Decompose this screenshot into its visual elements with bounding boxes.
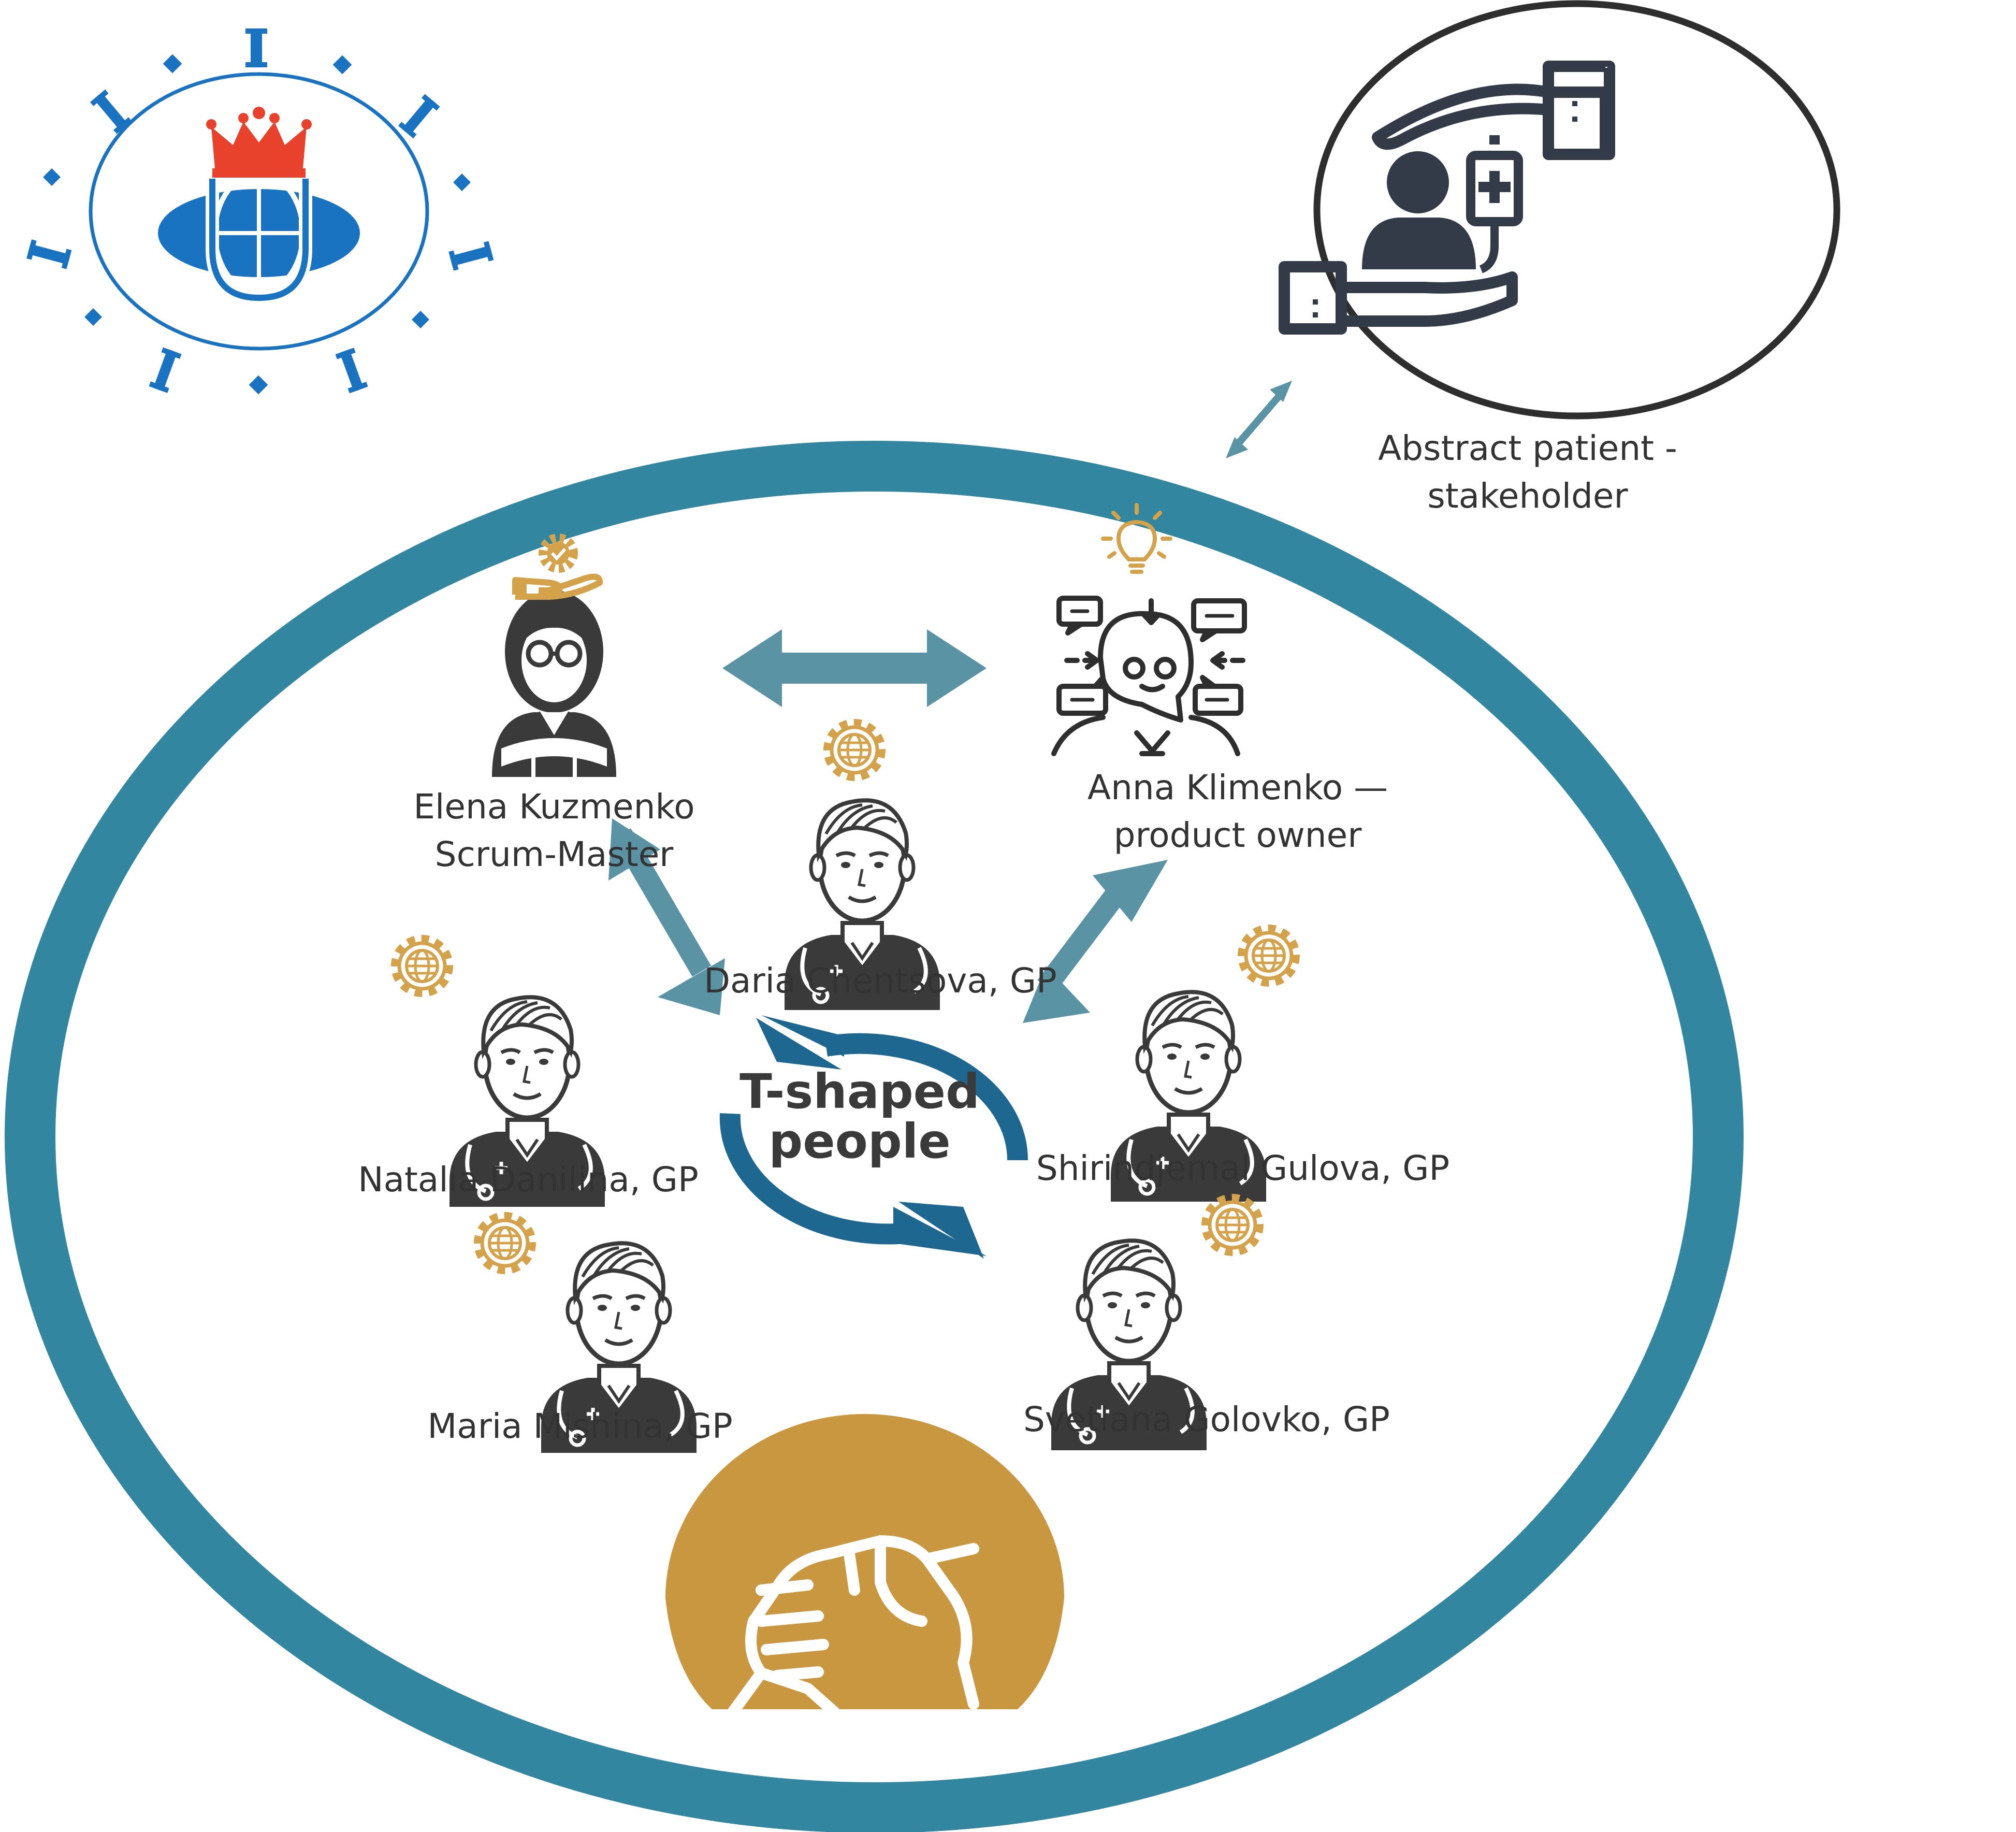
patient-care-icon bbox=[1279, 0, 1840, 420]
scrum-master-name: Elena Kuzmenko bbox=[413, 787, 695, 827]
team-ring bbox=[5, 441, 1744, 1832]
patient-link-arrow bbox=[1226, 381, 1292, 458]
product-owner-label: Anna Klimenko — product owner bbox=[1046, 764, 1429, 859]
scrum-master-role: Scrum-Master bbox=[434, 834, 674, 874]
gear-hand-icon bbox=[512, 533, 603, 600]
scrum-master-icon bbox=[492, 590, 616, 777]
po-team-arrow bbox=[1023, 860, 1168, 1023]
t-shaped-line2: people bbox=[768, 1114, 951, 1169]
product-owner-line1: Anna Klimenko — bbox=[1087, 768, 1388, 807]
scrum-po-arrow bbox=[722, 629, 987, 707]
scrum-team-arrow bbox=[608, 818, 725, 1015]
patient-label: Abstract patient - stakeholder bbox=[1341, 425, 1714, 520]
university-logo-icon bbox=[26, 28, 494, 395]
member-svetlana-label: Svetlana Golovko, GP bbox=[1023, 1400, 1390, 1439]
scrum-master-label: Elena Kuzmenko Scrum-Master bbox=[373, 783, 735, 878]
member-daria-label: Daria Chentsova, GP bbox=[704, 961, 1057, 1001]
product-owner-line2: product owner bbox=[1113, 815, 1362, 855]
cycle-arrows-icon bbox=[719, 1015, 1028, 1259]
product-owner-icon bbox=[1051, 596, 1247, 756]
t-shaped-line1: T-shaped bbox=[739, 1064, 980, 1119]
member-maria-label: Maria Mishina, GP bbox=[427, 1406, 733, 1446]
t-shaped-title: T-shaped people bbox=[715, 1067, 1005, 1166]
lightbulb-icon bbox=[1101, 503, 1172, 574]
member-shirindjemal-label: Shirindjemal Gulova, GP bbox=[1036, 1148, 1450, 1188]
patient-label-line2: stakeholder bbox=[1427, 476, 1628, 516]
patient-label-line1: Abstract patient - bbox=[1378, 428, 1677, 468]
handshake-icon bbox=[665, 1414, 1064, 1736]
member-natalia-label: Natalia Danilina, GP bbox=[358, 1160, 699, 1200]
